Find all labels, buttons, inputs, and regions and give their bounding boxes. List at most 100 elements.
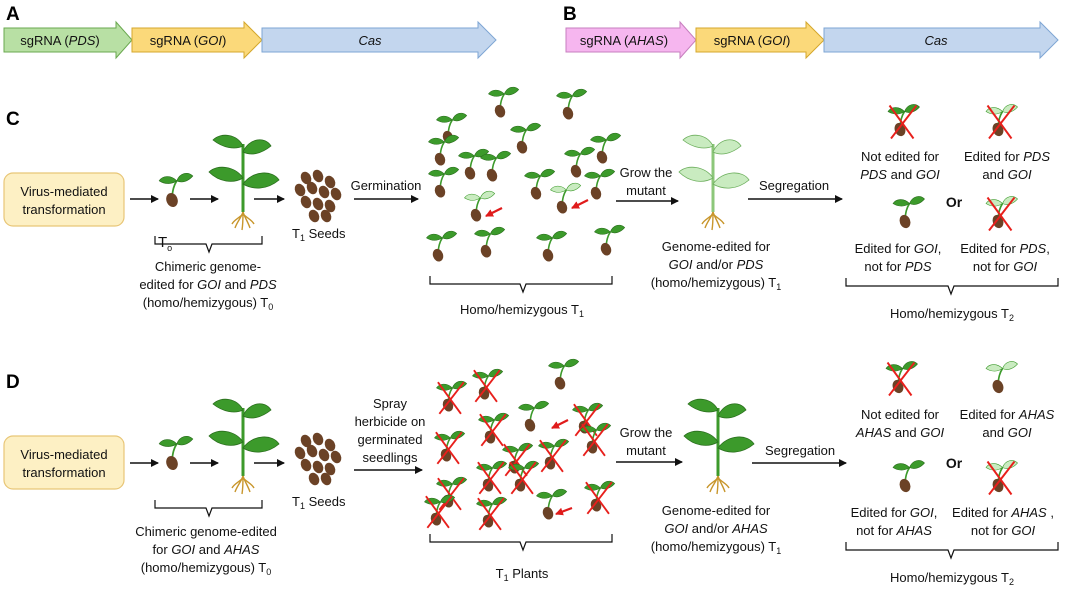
d-chimeric-brace bbox=[154, 500, 263, 518]
cross-icon bbox=[988, 460, 1016, 496]
leaf-icon bbox=[571, 88, 588, 98]
c-grow-line2: mutant bbox=[626, 183, 666, 198]
seedling-icon bbox=[538, 438, 570, 473]
seedling-icon bbox=[472, 368, 504, 403]
d-start-box-line2: transformation bbox=[22, 465, 105, 480]
d-outcome-tl-line1: Not edited for bbox=[861, 407, 940, 422]
leaf-icon bbox=[909, 196, 925, 205]
d-spray-line1: Spray bbox=[373, 396, 407, 411]
cross-icon bbox=[473, 369, 498, 403]
d-t0-seedling bbox=[158, 435, 194, 471]
seed-icon bbox=[562, 106, 574, 120]
leaf-icon bbox=[441, 230, 458, 240]
plant-icon bbox=[678, 134, 750, 231]
panel-label-a: A bbox=[6, 4, 20, 25]
cross-icon bbox=[585, 481, 610, 515]
c-outcome-bl-line2: not for PDS bbox=[864, 259, 932, 274]
d-outcome-br-line2: not for GOI bbox=[971, 523, 1036, 538]
seedling-icon bbox=[464, 190, 496, 222]
d-segregation-label: Segregation bbox=[765, 443, 835, 458]
leaf-icon bbox=[563, 358, 580, 368]
leaf-icon bbox=[489, 226, 506, 236]
seed-icon bbox=[516, 140, 528, 154]
seed-icon bbox=[166, 192, 178, 208]
construct-b-cas-label: Cas bbox=[924, 33, 948, 48]
d-mutant-line2: GOI and/or AHAS bbox=[664, 521, 768, 536]
red-arrow-icon bbox=[555, 506, 573, 516]
seedling-icon bbox=[892, 460, 925, 493]
seedling-icon bbox=[985, 460, 1018, 496]
d-t1-field bbox=[424, 358, 616, 531]
leaf-icon bbox=[584, 171, 601, 179]
cross-icon bbox=[988, 196, 1016, 232]
leaf-icon bbox=[599, 168, 616, 178]
cross-icon bbox=[586, 481, 613, 515]
leaf-icon bbox=[495, 150, 512, 160]
leaf-icon bbox=[909, 460, 925, 469]
plant-icon bbox=[208, 398, 280, 495]
c-outcome-tl-line1: Not edited for bbox=[861, 149, 940, 164]
leaf-icon bbox=[683, 430, 719, 446]
cross-icon bbox=[504, 443, 531, 477]
panel-d: Virus-mediated transformation T1 Seeds C… bbox=[3, 358, 1059, 587]
leaf-icon bbox=[443, 134, 460, 144]
leaf-icon bbox=[458, 151, 475, 159]
leaf-icon bbox=[551, 488, 568, 498]
seedling-icon bbox=[426, 230, 458, 262]
seed-icon bbox=[308, 472, 320, 486]
d-outcome-tr-plant bbox=[985, 361, 1018, 394]
seed-icon bbox=[992, 478, 1004, 493]
seed-icon bbox=[330, 187, 342, 201]
seedling-icon bbox=[584, 168, 616, 200]
leaf-icon bbox=[717, 403, 747, 419]
leaf-icon bbox=[518, 403, 535, 411]
cross-icon bbox=[438, 477, 465, 511]
leaf-icon bbox=[579, 146, 596, 156]
seedling-icon bbox=[580, 422, 612, 457]
seed-icon bbox=[514, 478, 526, 492]
d-chimeric-line1: Chimeric genome-edited bbox=[135, 524, 277, 539]
cross-icon bbox=[479, 413, 504, 447]
seedling-icon bbox=[488, 86, 520, 118]
leaf-icon bbox=[551, 230, 568, 240]
seed-icon bbox=[480, 244, 492, 258]
seedling-icon bbox=[985, 361, 1018, 394]
seed-icon bbox=[300, 434, 312, 448]
seedling-icon bbox=[885, 361, 918, 397]
c-germination-label: Germination bbox=[351, 178, 422, 193]
leaf-icon bbox=[510, 125, 527, 133]
construct-b-ahas-arrow bbox=[565, 20, 697, 60]
c-outcome-br-line2: not for GOI bbox=[973, 259, 1038, 274]
leaf-icon bbox=[176, 172, 194, 183]
cross-icon bbox=[478, 497, 505, 531]
leaf-icon bbox=[985, 463, 1003, 471]
leaf-icon bbox=[556, 91, 573, 99]
d-outcome-bl-line1: Edited for GOI, bbox=[851, 505, 938, 520]
seedling-icon bbox=[536, 230, 568, 262]
d-t2-label: Homo/hemizygous T2 bbox=[890, 570, 1014, 587]
d-seeds-label: T1 Seeds bbox=[292, 494, 346, 511]
cross-icon bbox=[886, 361, 913, 397]
leaf-icon bbox=[158, 439, 178, 447]
cross-icon bbox=[510, 461, 537, 495]
root-icon bbox=[231, 213, 244, 225]
cross-icon bbox=[438, 381, 465, 415]
d-or-label: Or bbox=[946, 455, 963, 471]
cross-icon bbox=[986, 104, 1013, 140]
d-field-brace bbox=[429, 534, 613, 552]
construct-a: sgRNA (PDS) sgRNA (GOI) Cas bbox=[3, 20, 497, 60]
leaf-icon bbox=[472, 371, 489, 379]
seed-icon bbox=[306, 181, 318, 195]
c-t2-brace bbox=[845, 278, 1059, 296]
seedling-icon bbox=[476, 460, 508, 495]
seed-icon bbox=[554, 376, 566, 390]
d-t2-brace bbox=[845, 542, 1059, 560]
d-start-box bbox=[3, 435, 125, 490]
seed-icon bbox=[542, 506, 554, 520]
seedling-icon bbox=[590, 132, 622, 164]
c-t1-field bbox=[426, 86, 626, 262]
cross-icon bbox=[574, 403, 601, 437]
seed-icon bbox=[312, 432, 324, 446]
leaf-icon bbox=[687, 398, 719, 413]
seed-icon bbox=[318, 448, 330, 462]
